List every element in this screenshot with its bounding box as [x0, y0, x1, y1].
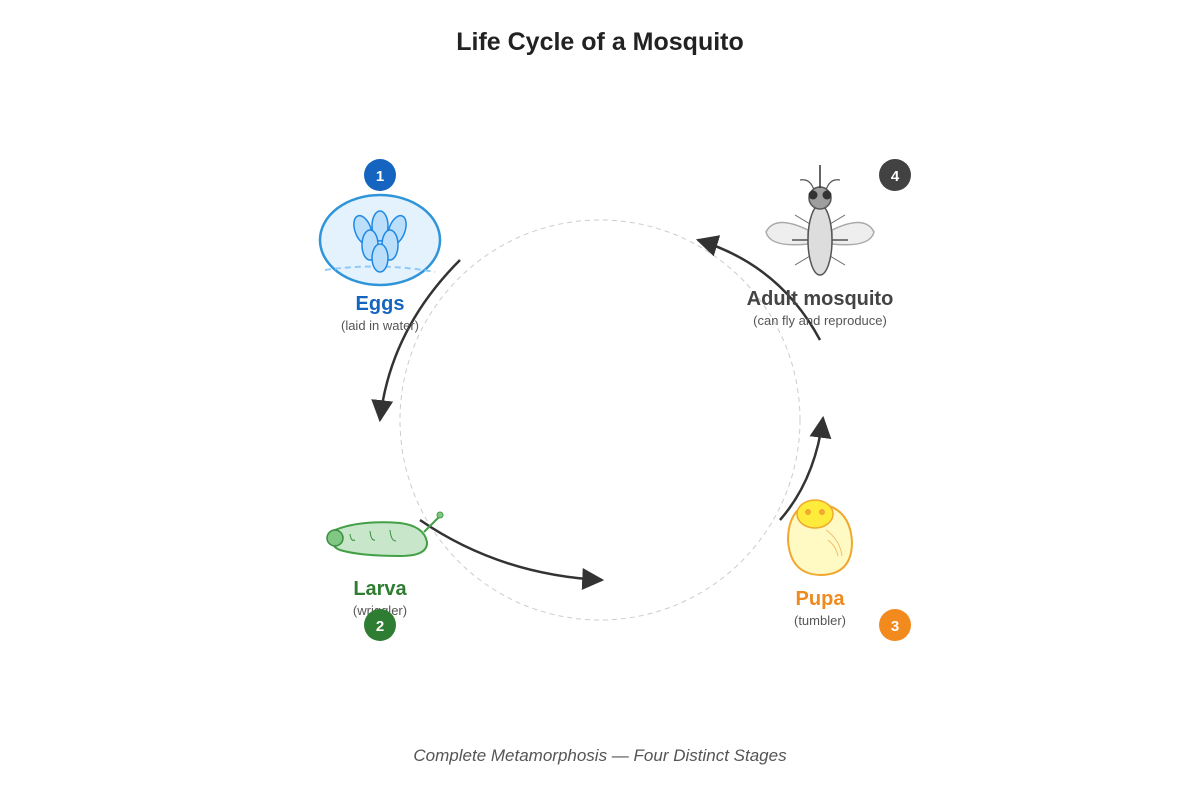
- pupa-icon: [786, 499, 854, 577]
- adult-note: (can fly and reproduce): [753, 313, 887, 328]
- badge-larva: 2: [364, 609, 396, 641]
- badge-adult: 4: [879, 159, 911, 191]
- badge-adult-number: 4: [891, 168, 900, 185]
- stage-pupa: Pupa (tumbler) 3: [786, 499, 911, 641]
- badge-eggs-number: 1: [376, 168, 384, 185]
- eggs-icon: [318, 193, 442, 287]
- arrow-eggs-to-larva: [371, 259, 461, 423]
- diagram-title: Life Cycle of a Mosquito: [456, 28, 744, 56]
- pupa-label: Pupa: [796, 588, 846, 610]
- arrow-larva-to-pupa: [419, 518, 605, 591]
- badge-pupa: 3: [879, 609, 911, 641]
- pupa-note: (tumbler): [794, 613, 846, 628]
- badge-eggs: 1: [364, 159, 396, 191]
- eggs-label: Eggs: [356, 293, 405, 315]
- adult-mosquito-icon: [765, 165, 875, 276]
- badge-larva-number: 2: [376, 618, 384, 635]
- cycle-guide-circle: [399, 219, 801, 621]
- badge-pupa-number: 3: [891, 618, 899, 635]
- larva-icon: [326, 511, 444, 558]
- diagram-footer: Complete Metamorphosis — Four Distinct S…: [413, 746, 787, 765]
- adult-label: Adult mosquito: [747, 288, 894, 310]
- stage-eggs: 1 Eggs (laid in water): [318, 159, 442, 333]
- larva-label: Larva: [353, 578, 407, 600]
- arrow-adult-to-eggs: [695, 235, 822, 341]
- stage-adult: 4 Adult mosquito (can fly and reproduce): [747, 159, 911, 328]
- eggs-note: (laid in water): [341, 318, 419, 333]
- stage-larva: Larva (wriggler) 2: [326, 511, 444, 641]
- arrow-pupa-to-adult: [779, 415, 832, 521]
